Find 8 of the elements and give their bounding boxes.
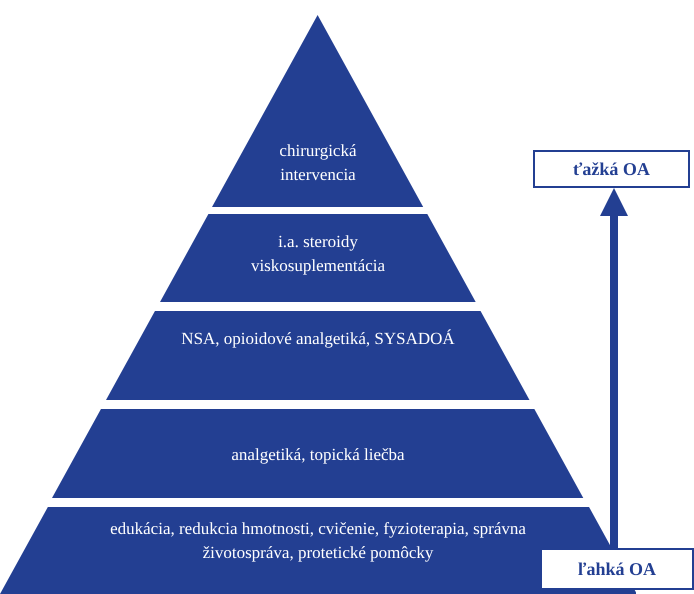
level-text: analgetiká, topická liečba bbox=[230, 444, 406, 466]
severity-label: ťažká OA bbox=[533, 150, 690, 188]
level-text: edukácia, redukcia hmotnosti, cvičenie, fyzioterapia, správna životospráva, protetické pomôcky bbox=[109, 518, 527, 564]
level-text: i.a. steroidy viskosuplementácia bbox=[250, 231, 386, 277]
level-text: chirurgická intervencia bbox=[278, 140, 358, 186]
level-text: NSA, opioidové analgetiká, SYSADOÁ bbox=[180, 328, 456, 350]
severity-label: ľahká OA bbox=[540, 548, 694, 590]
arrow bbox=[600, 188, 628, 548]
